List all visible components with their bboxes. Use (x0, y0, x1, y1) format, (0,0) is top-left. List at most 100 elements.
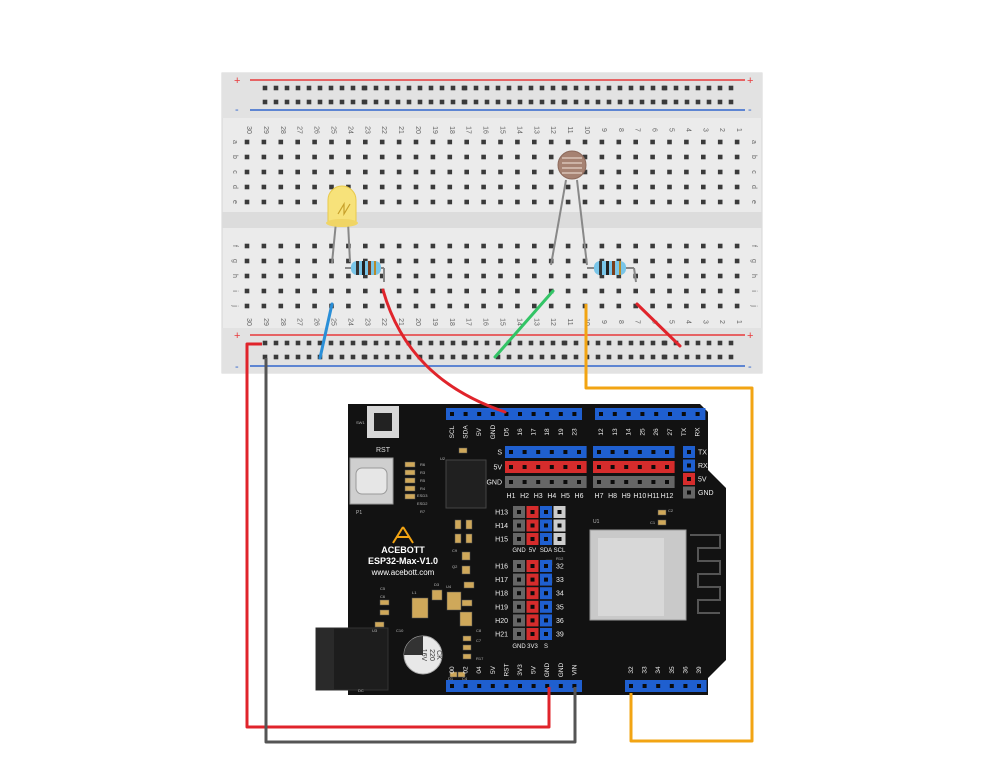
header-pin[interactable] (549, 465, 554, 469)
header-pin[interactable] (544, 537, 548, 541)
header-pin[interactable] (610, 465, 615, 469)
header-pin[interactable] (697, 684, 701, 688)
header-pin[interactable] (629, 684, 633, 688)
wire-green-sensor[interactable] (493, 289, 555, 359)
header-pin[interactable] (563, 480, 568, 484)
header-pin[interactable] (637, 480, 642, 484)
header-pin[interactable] (536, 480, 541, 484)
wire-red-d5[interactable] (381, 288, 507, 414)
header-pin[interactable] (509, 480, 513, 484)
header-pin[interactable] (517, 591, 521, 596)
header-pin[interactable] (544, 577, 548, 582)
header-pin[interactable] (665, 480, 669, 484)
header-pin[interactable] (522, 480, 527, 484)
header-pin[interactable] (530, 604, 535, 609)
header-pin[interactable] (668, 412, 672, 416)
header-pin[interactable] (637, 465, 642, 469)
header-pin[interactable] (530, 577, 535, 582)
wire-red-3v3[interactable] (245, 342, 551, 729)
header-pin[interactable] (509, 465, 513, 469)
header-pin[interactable] (531, 412, 536, 416)
header-pin[interactable] (597, 465, 601, 469)
header-pin[interactable] (517, 577, 521, 582)
header-pin[interactable] (544, 510, 548, 514)
header-pin[interactable] (517, 523, 521, 528)
header-pin[interactable] (572, 412, 577, 416)
header-pin[interactable] (530, 618, 535, 623)
header-pin[interactable] (530, 510, 535, 514)
header-pin[interactable] (687, 450, 691, 454)
header-pin[interactable] (517, 618, 521, 623)
header-pin[interactable] (522, 450, 527, 454)
header-pin[interactable] (577, 480, 581, 484)
dc-jack[interactable] (315, 627, 389, 691)
header-pin[interactable] (544, 618, 548, 623)
header-pin[interactable] (504, 684, 509, 688)
header-pin[interactable] (463, 412, 468, 416)
wire-orange-analog[interactable] (584, 304, 754, 743)
header-pin[interactable] (544, 523, 548, 528)
header-pin[interactable] (545, 412, 550, 416)
header-pin[interactable] (536, 465, 541, 469)
header-pin[interactable] (557, 537, 562, 541)
header-pin[interactable] (490, 412, 495, 416)
header-pin[interactable] (558, 684, 563, 688)
header-pin[interactable] (640, 412, 645, 416)
header-pin[interactable] (557, 510, 562, 514)
header-pin[interactable] (517, 604, 521, 609)
header-pin[interactable] (563, 450, 568, 454)
header-pin[interactable] (517, 537, 521, 541)
header-pin[interactable] (683, 684, 688, 688)
resistor-led[interactable] (345, 261, 385, 282)
header-pin[interactable] (518, 684, 522, 688)
header-pin[interactable] (450, 412, 454, 416)
header-pin[interactable] (530, 537, 535, 541)
header-pin[interactable] (518, 412, 522, 416)
header-pin[interactable] (695, 412, 700, 416)
header-pin[interactable] (530, 523, 535, 528)
header-pin[interactable] (654, 412, 659, 416)
header-pin[interactable] (669, 684, 674, 688)
header-pin[interactable] (530, 591, 535, 596)
header-pin[interactable] (490, 684, 495, 688)
header-pin[interactable] (651, 480, 656, 484)
resistor-sensor[interactable] (587, 261, 637, 283)
header-pin[interactable] (687, 463, 691, 468)
header-pin[interactable] (572, 684, 577, 688)
header-pin[interactable] (477, 684, 482, 688)
header-pin[interactable] (651, 465, 656, 469)
header-pin[interactable] (612, 412, 617, 416)
header-pin[interactable] (477, 412, 482, 416)
reset-button[interactable] (367, 406, 399, 438)
header-pin[interactable] (517, 632, 521, 636)
header-pin[interactable] (599, 412, 603, 416)
header-pin[interactable] (665, 450, 669, 454)
header-pin[interactable] (624, 450, 629, 454)
header-pin[interactable] (544, 591, 548, 596)
header-pin[interactable] (530, 564, 535, 568)
header-pin[interactable] (504, 412, 509, 416)
header-pin[interactable] (545, 684, 550, 688)
header-pin[interactable] (665, 465, 669, 469)
header-pin[interactable] (557, 523, 562, 528)
header-pin[interactable] (651, 450, 656, 454)
header-pin[interactable] (577, 465, 581, 469)
header-pin[interactable] (687, 477, 691, 481)
led[interactable] (326, 185, 358, 264)
header-pin[interactable] (681, 412, 686, 416)
usb-c-port[interactable] (349, 457, 394, 505)
header-pin[interactable] (624, 465, 629, 469)
header-pin[interactable] (549, 480, 554, 484)
header-pin[interactable] (544, 564, 548, 568)
header-pin[interactable] (637, 450, 642, 454)
header-pin[interactable] (463, 684, 468, 688)
header-pin[interactable] (450, 684, 454, 688)
header-pin[interactable] (624, 480, 629, 484)
header-pin[interactable] (642, 684, 647, 688)
header-pin[interactable] (656, 684, 661, 688)
header-pin[interactable] (626, 412, 631, 416)
header-pin[interactable] (531, 684, 536, 688)
header-pin[interactable] (597, 450, 601, 454)
header-pin[interactable] (577, 450, 581, 454)
photoresistor[interactable] (550, 150, 588, 266)
